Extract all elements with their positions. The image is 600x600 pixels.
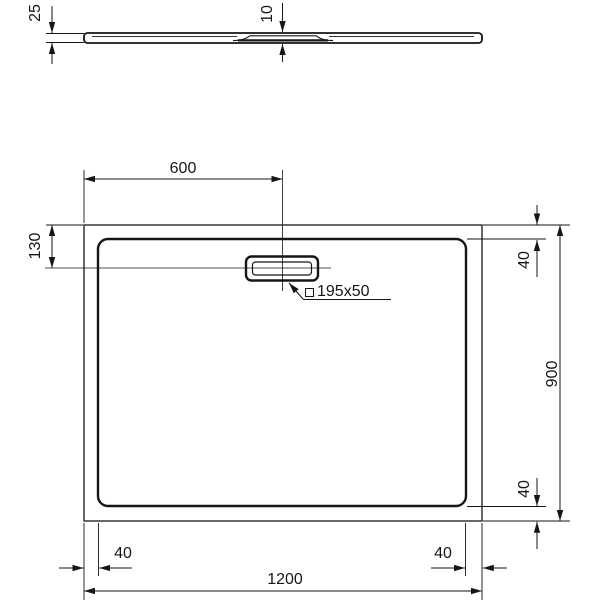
dim-label-rim-right: 40 <box>434 545 452 562</box>
profile-view <box>46 3 483 64</box>
dim-label-rim-bottom: 40 <box>516 480 533 498</box>
profile-slab <box>83 32 483 44</box>
dim-label-drain-offset-x: 600 <box>169 160 197 177</box>
plan-view <box>45 170 570 600</box>
dim-label-overall-depth: 900 <box>544 360 561 388</box>
dim-label-rim-top: 40 <box>516 251 533 269</box>
dim-label-profile-thickness: 25 <box>27 4 44 22</box>
drain-outer <box>244 255 320 282</box>
dim-label-drain-offset-y: 130 <box>27 232 44 260</box>
drain-inner <box>251 261 313 276</box>
dim-label-profile-drain-depth: 10 <box>259 5 276 23</box>
drain-size-label: 195x50 <box>317 283 370 300</box>
square-drain-icon <box>305 287 314 297</box>
dim-label-overall-width: 1200 <box>267 571 303 588</box>
drain-size-note: 195x50 <box>305 284 370 300</box>
dim-label-rim-left: 40 <box>114 545 132 562</box>
tray-inner-rim <box>96 237 468 508</box>
drain-leader-line <box>288 282 304 300</box>
